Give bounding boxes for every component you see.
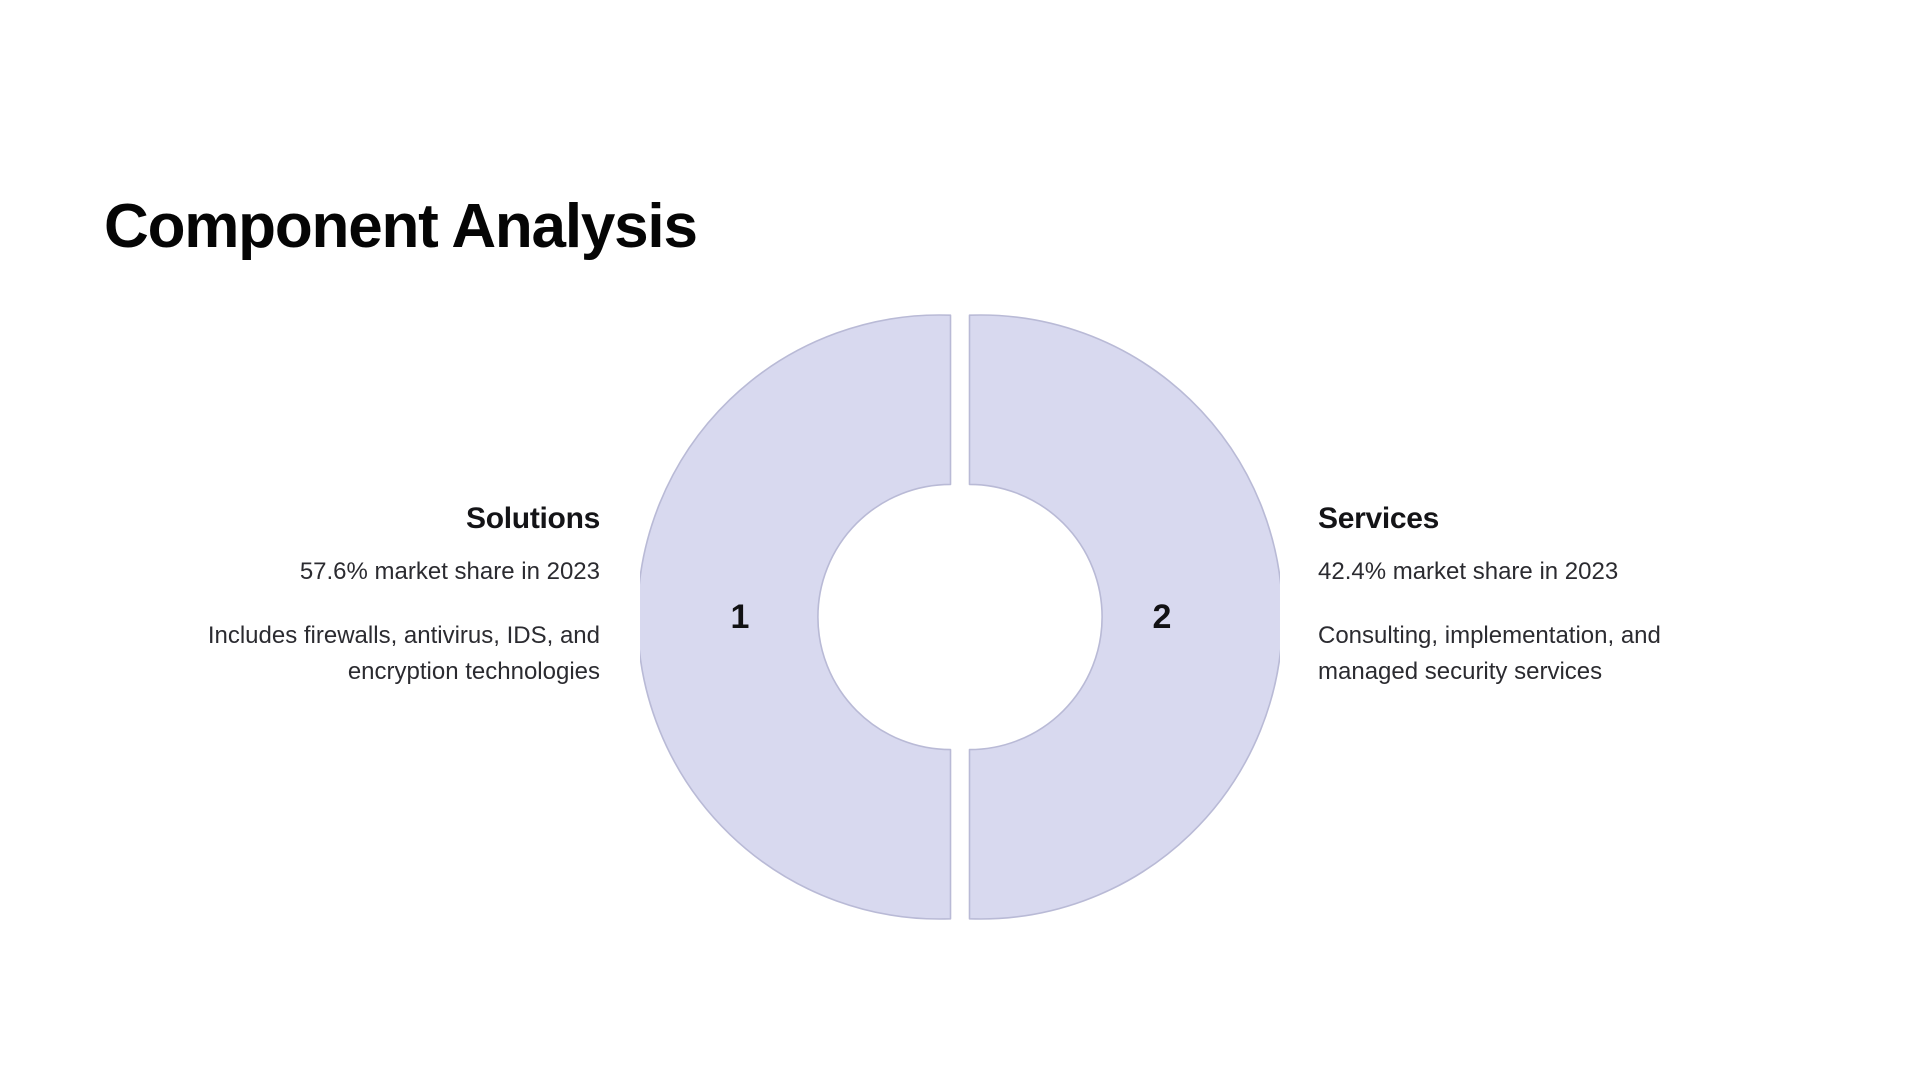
page-title: Component Analysis (104, 191, 698, 261)
solutions-stat: 57.6% market share in 2023 (299, 557, 600, 585)
segment-number-2: 2 (1152, 598, 1172, 636)
component-block-services: Services 42.4% market share in 2023 Cons… (1318, 500, 1738, 690)
segment-number-1: 1 (730, 598, 750, 636)
solutions-description: Includes firewalls, antivirus, IDS, and … (207, 621, 600, 685)
donut-segment-2[interactable] (968, 314, 1281, 920)
donut-chart (640, 314, 1281, 920)
solutions-label: Solutions (466, 502, 600, 535)
services-description: Consulting, implementation, and managed … (1318, 621, 1661, 685)
services-label: Services (1318, 502, 1440, 535)
services-stat: 42.4% market share in 2023 (1318, 557, 1619, 585)
donut-segment-1[interactable] (640, 314, 952, 920)
component-block-solutions: Solutions 57.6% market share in 2023 Inc… (180, 500, 600, 690)
